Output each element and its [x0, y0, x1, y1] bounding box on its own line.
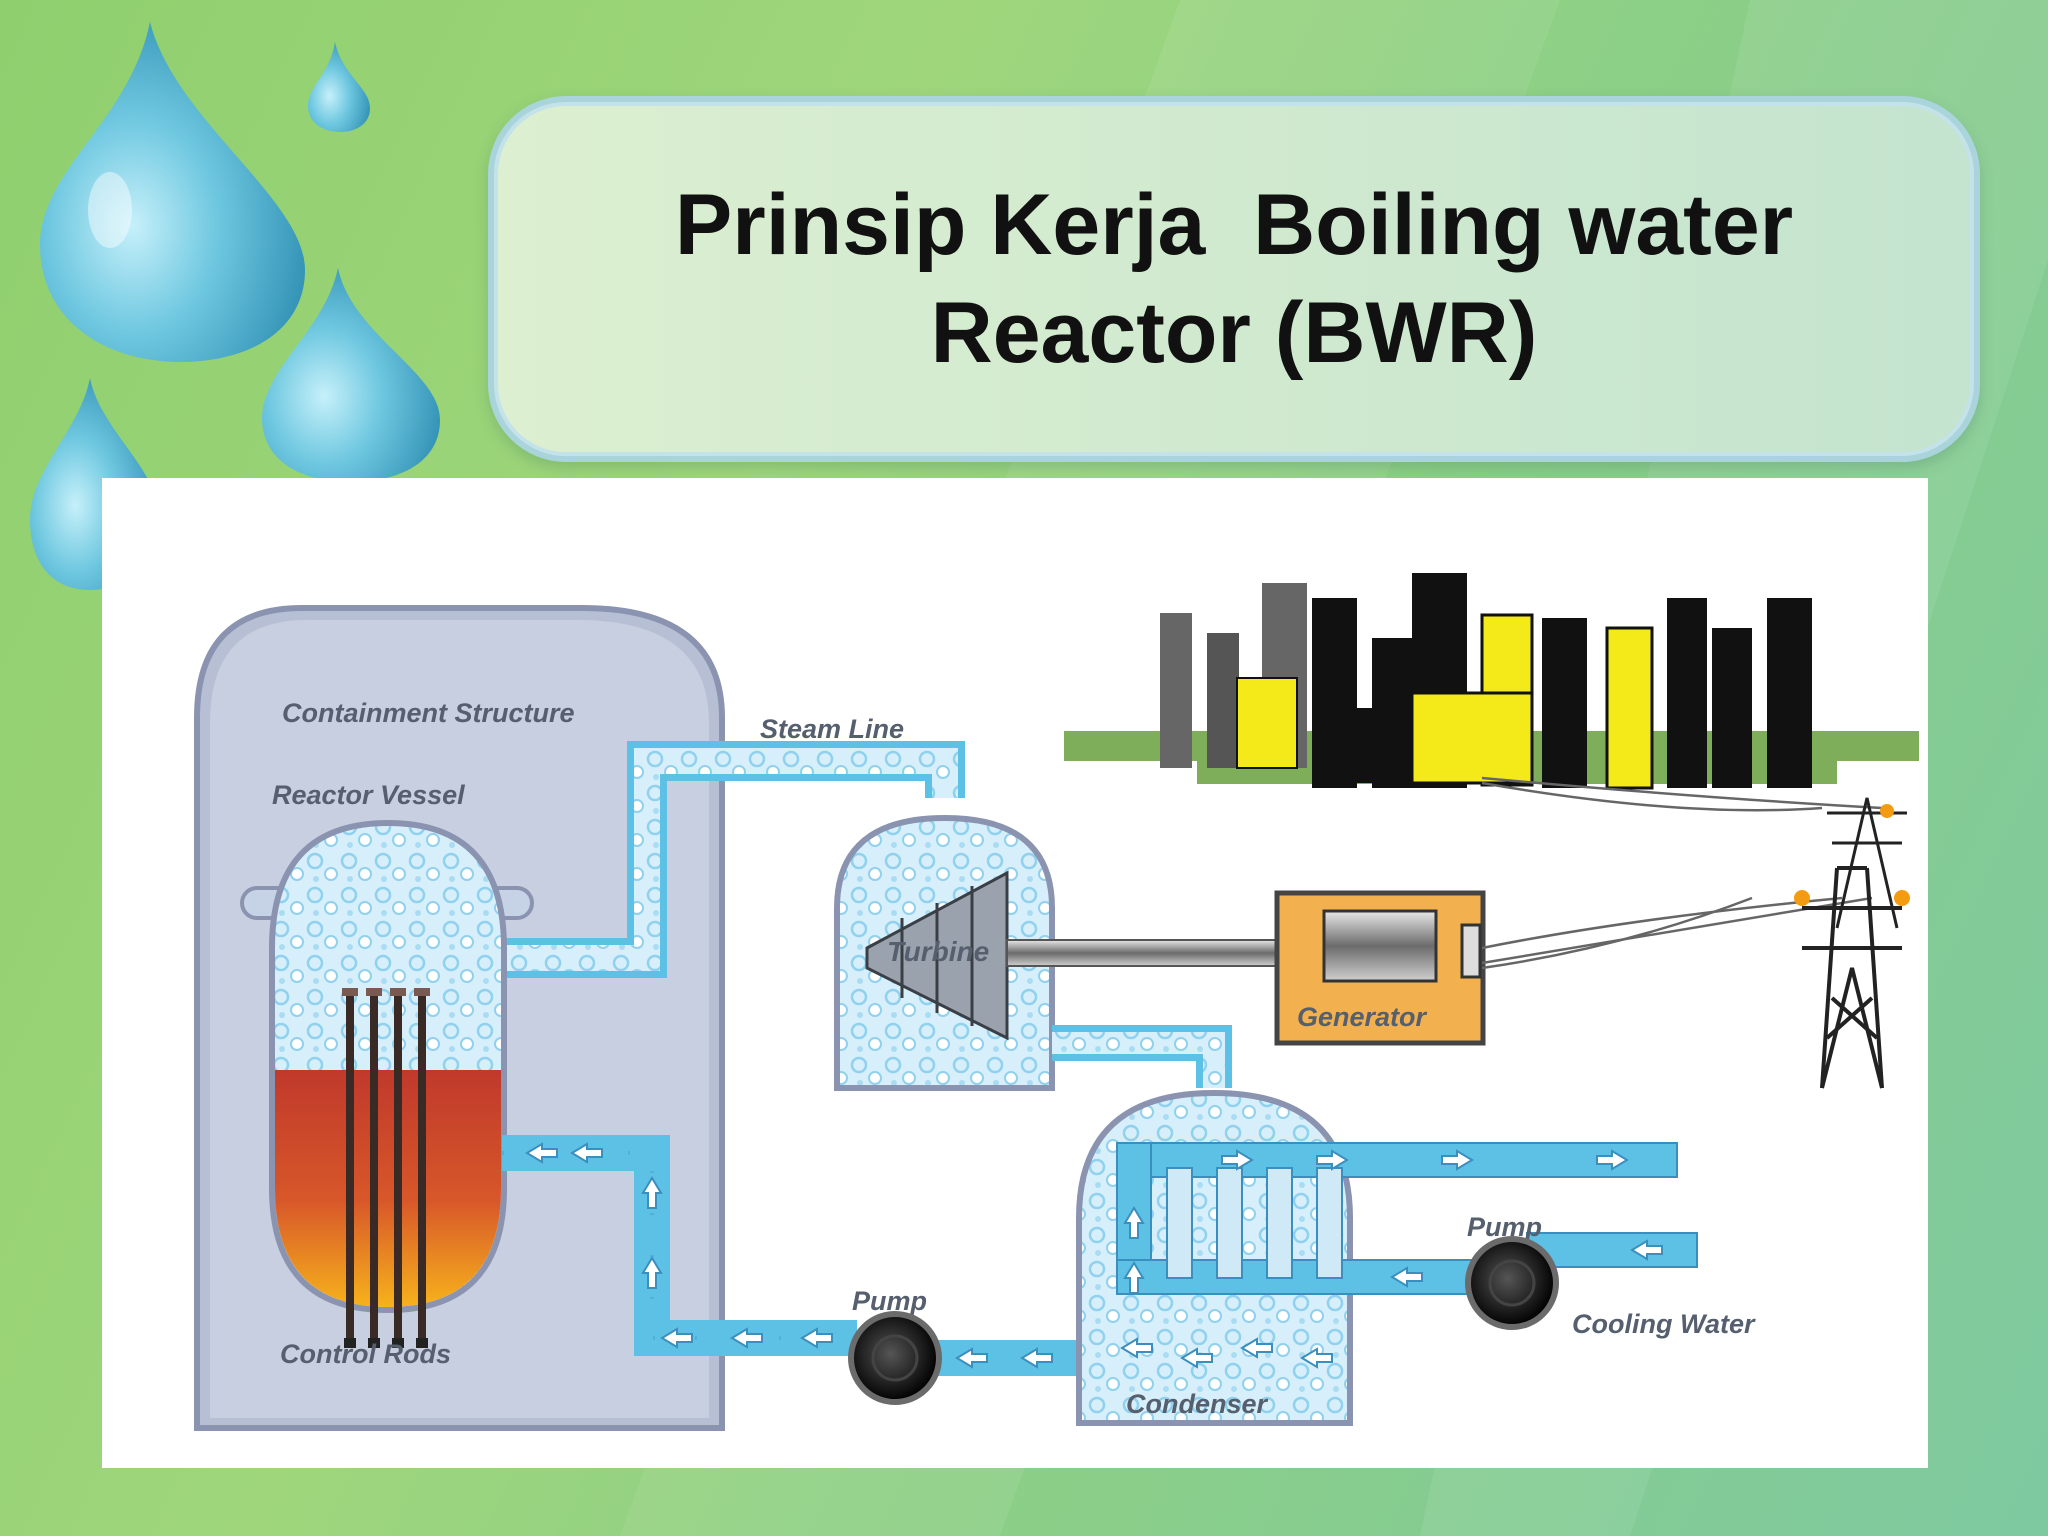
reactor-vessel — [240, 819, 534, 1314]
cooling-pump-icon — [1465, 1236, 1559, 1330]
bwr-diagram: Containment Structure Steam Line Reactor… — [102, 478, 1928, 1468]
generator — [1274, 890, 1486, 1046]
flow-arrows-cooling — [1123, 1149, 1663, 1294]
slide-title-line-2: Reactor (BWR) — [930, 285, 1538, 381]
power-lines — [1481, 776, 1883, 970]
large-drop-icon — [40, 22, 305, 362]
feed-pump-label: Pump — [852, 1286, 927, 1316]
flow-arrows-condensate — [955, 1347, 1053, 1369]
flow-arrows-condenser-bottom — [1120, 1337, 1333, 1369]
bwr-diagram-svg: Containment Structure Steam Line Reactor… — [194, 573, 1919, 1431]
containment-label: Containment Structure — [282, 698, 575, 728]
generator-label: Generator — [1297, 1002, 1428, 1032]
city-skyline — [1064, 573, 1919, 790]
turbine-label: Turbine — [887, 936, 989, 967]
condenser-tubes — [1116, 1142, 1698, 1295]
reactor-vessel-label: Reactor Vessel — [272, 780, 465, 810]
control-rods — [342, 988, 430, 1348]
control-rods-label: Control Rods — [280, 1339, 451, 1369]
insulator-glow — [1794, 804, 1910, 906]
water-drops-decoration — [30, 22, 440, 590]
title-panel: Prinsip Kerja Boiling water Reactor (BWR… — [488, 96, 1980, 462]
cooling-water-label: Cooling Water — [1572, 1309, 1756, 1339]
flow-arrows-feedwater — [525, 1142, 833, 1349]
slide-title-line-1: Prinsip Kerja Boiling water — [674, 177, 1794, 273]
medium-drop-icon — [262, 268, 440, 482]
condenser-label: Condenser — [1126, 1389, 1269, 1419]
transmission-tower-icon — [1802, 866, 1902, 1089]
feed-pump-icon — [848, 1311, 942, 1405]
small-drop-icon — [308, 42, 370, 132]
steam-line-label: Steam Line — [760, 714, 904, 744]
